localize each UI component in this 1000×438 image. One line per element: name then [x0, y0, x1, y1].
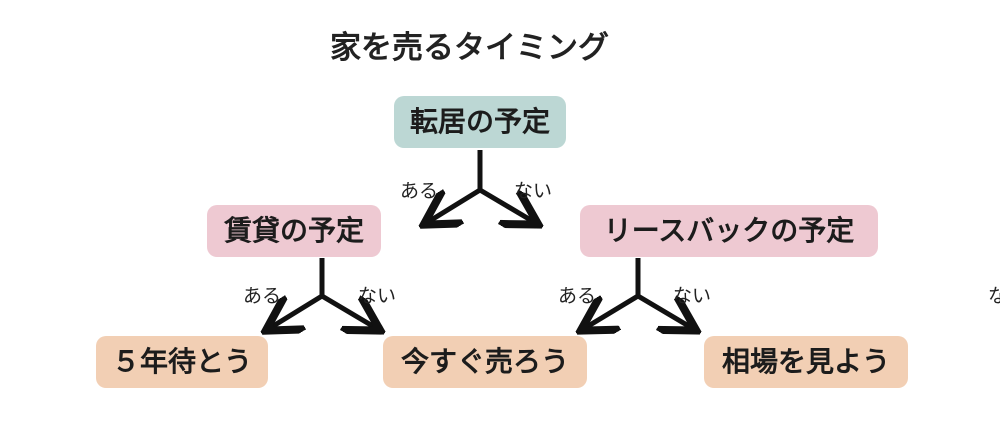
leaseback-yes-arrow	[585, 293, 640, 328]
label-leaseback-yes: ある	[558, 285, 597, 307]
node-rent: 賃貸の予定	[207, 205, 381, 257]
leaseback-no-arrow	[636, 293, 692, 328]
node-leaseback: リースバックの予定	[580, 205, 878, 257]
rent-yes-arrow	[270, 293, 324, 328]
diagram-title: 家を売るタイミング	[330, 30, 609, 66]
label-cutoff: な	[988, 285, 1000, 307]
label-root-yes: ある	[400, 180, 439, 202]
node-see-market: 相場を見よう	[704, 336, 908, 388]
label-root-no: ない	[514, 180, 553, 202]
label-leaseback-no: ない	[673, 285, 712, 307]
root-no-arrow	[478, 187, 534, 222]
node-sell-now: 今すぐ売ろう	[383, 336, 587, 388]
label-rent-no: ない	[358, 285, 397, 307]
rent-no-arrow	[320, 293, 376, 328]
root-yes-arrow	[428, 187, 482, 222]
label-rent-yes: ある	[243, 285, 282, 307]
node-root: 転居の予定	[394, 96, 566, 148]
node-wait-5-years: ５年待とう	[96, 336, 268, 388]
